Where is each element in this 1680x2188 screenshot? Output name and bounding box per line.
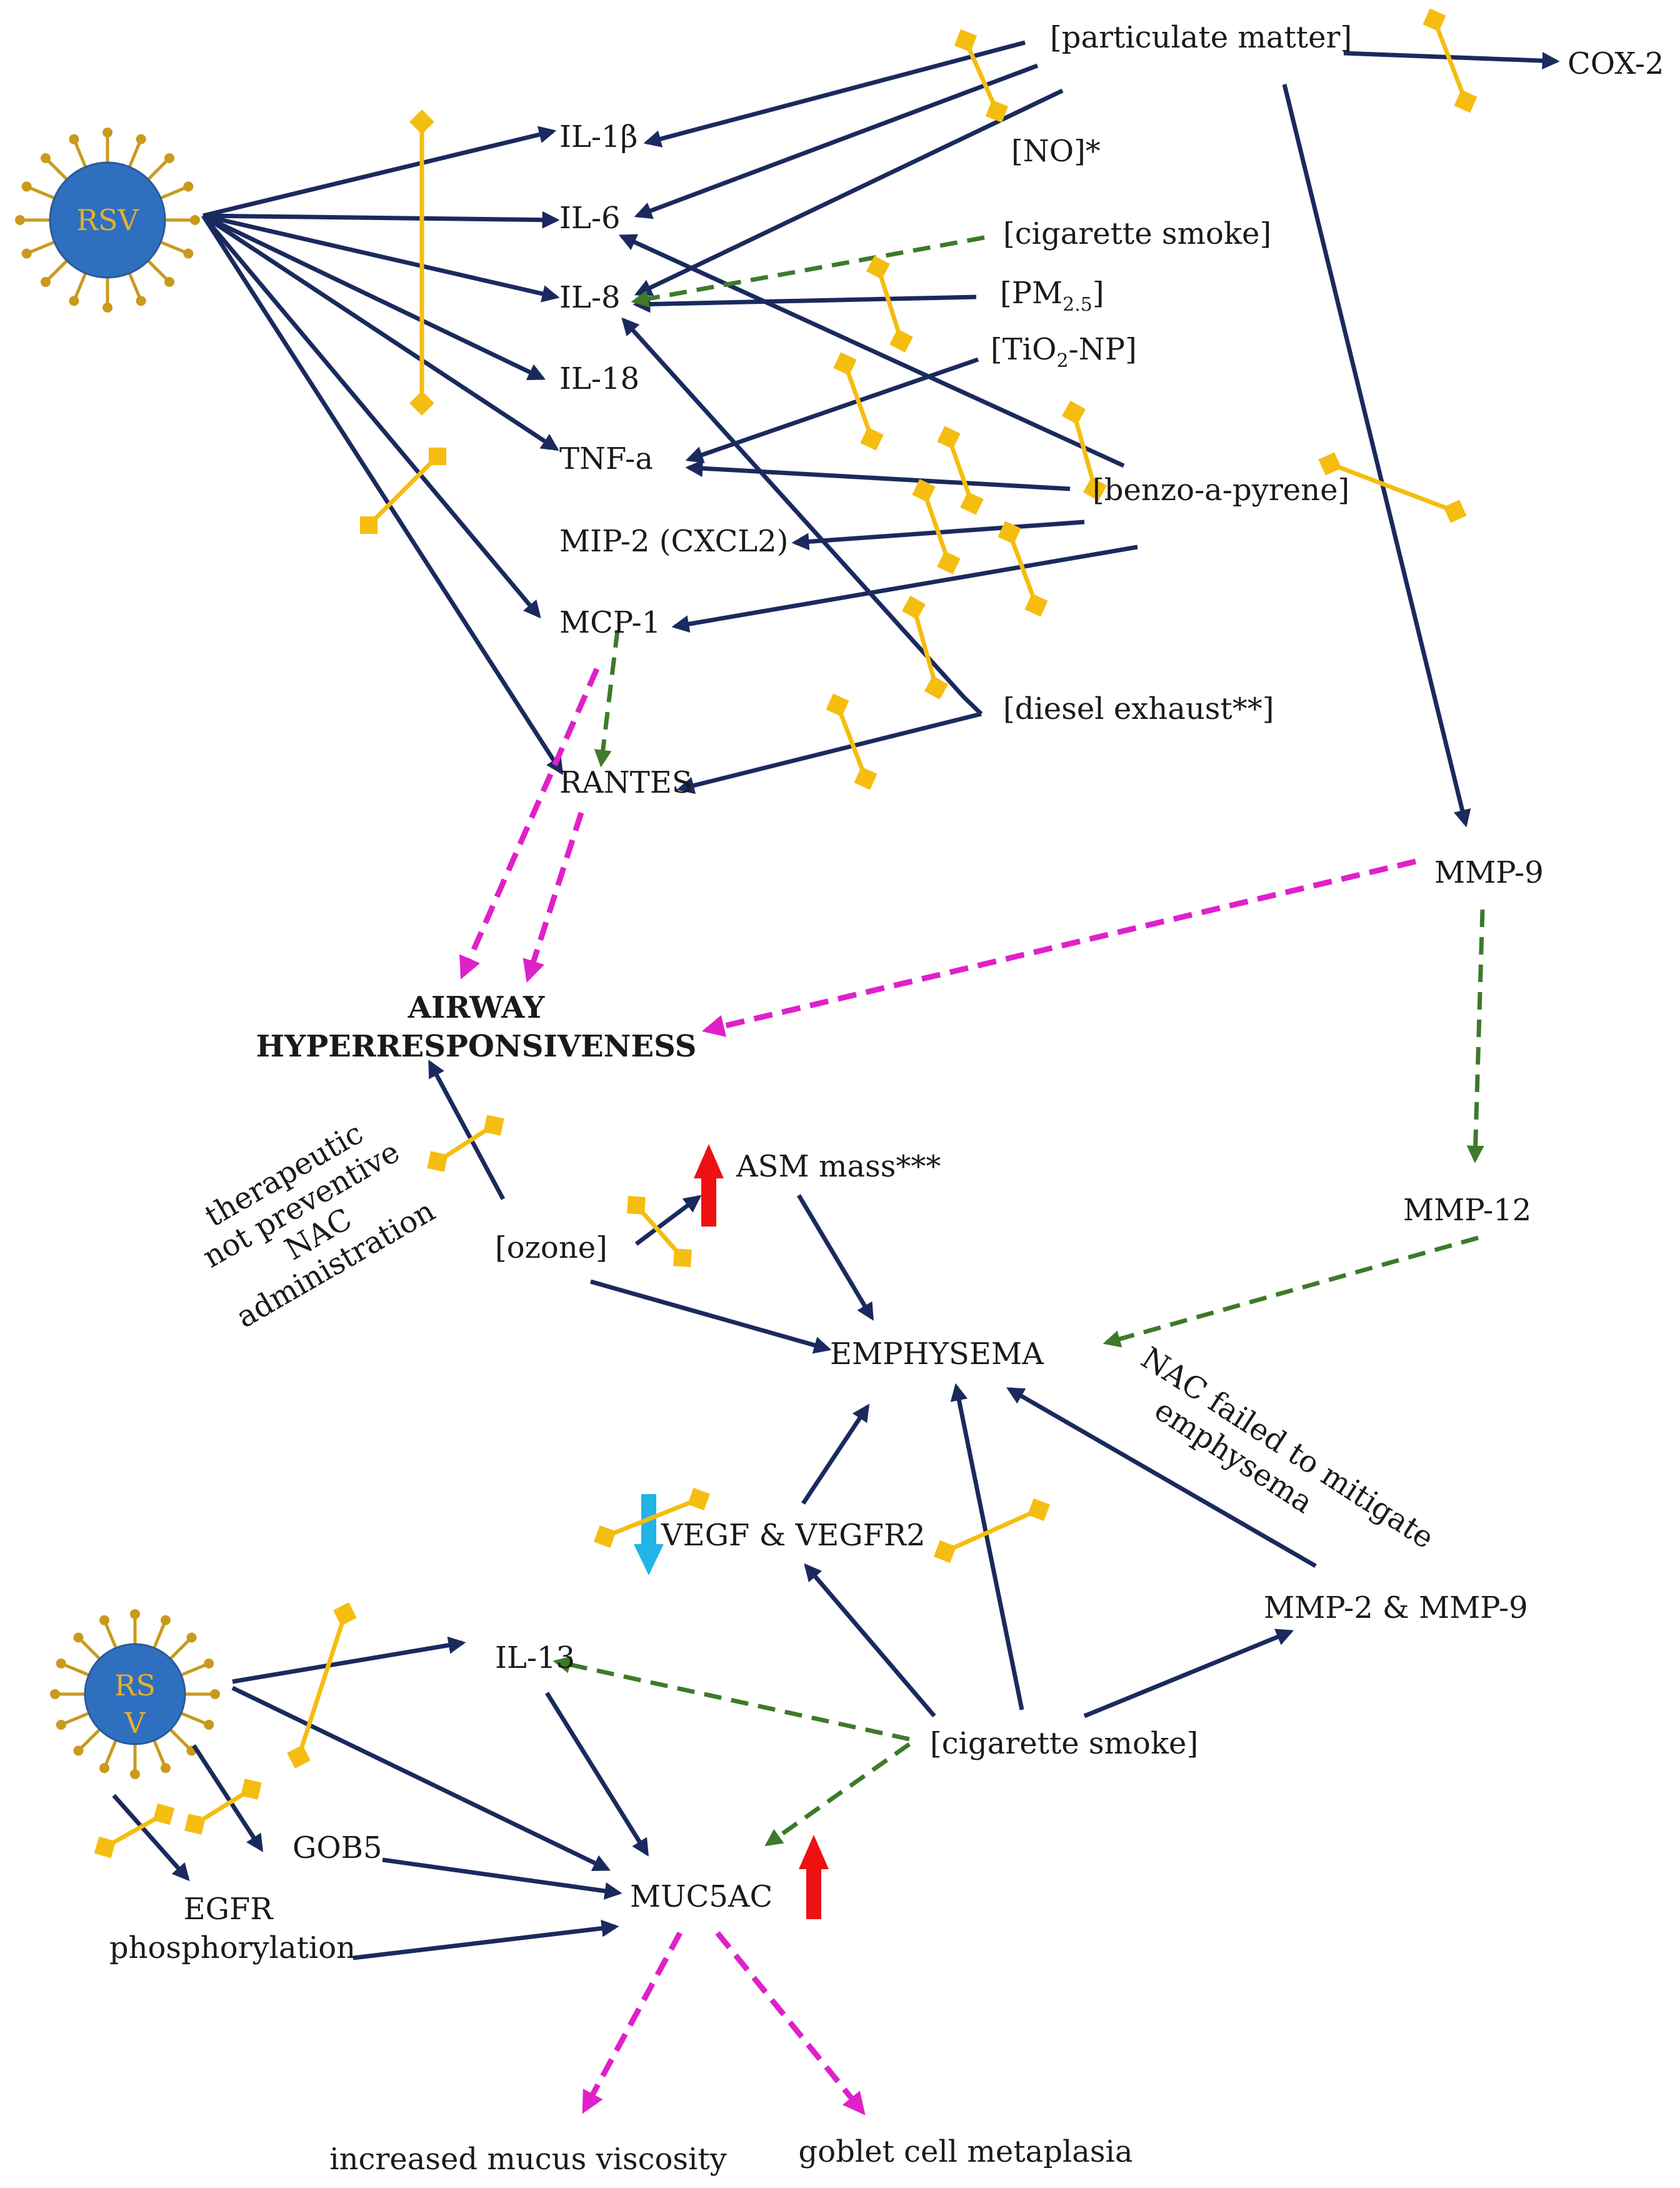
node-benzo-a-pyrene: [benzo-a-pyrene] xyxy=(1092,473,1349,508)
node-mcp1: MCP-1 xyxy=(559,605,661,640)
nac-inhibitor-icon xyxy=(1318,452,1467,523)
node-il13: IL-13 xyxy=(495,1640,575,1675)
increase-arrow-icon xyxy=(799,1835,829,1919)
nac-inhibitor-icons xyxy=(94,8,1478,1859)
node-goblet-cell-metaplasia: goblet cell metaplasia xyxy=(798,2134,1132,2169)
nac-inhibitor-symbols xyxy=(409,109,434,416)
node-egfr-1: EGFR xyxy=(184,1892,274,1927)
decrease-arrow-icon xyxy=(634,1494,664,1575)
node-cigarette-smoke-top: [cigarette smoke] xyxy=(1003,216,1271,251)
virus-label-bottom-1: RS xyxy=(114,1669,156,1702)
node-emphysema: EMPHYSEMA xyxy=(830,1337,1044,1372)
node-il6: IL-6 xyxy=(559,201,621,236)
node-mmp2-mmp9: MMP-2 & MMP-9 xyxy=(1264,1590,1528,1625)
virus-label-bottom-2: V xyxy=(124,1706,146,1740)
nac-inhibitor-icon xyxy=(94,1803,175,1859)
node-airway-hyperresponsiveness-1: AIRWAY xyxy=(408,990,545,1025)
node-egfr-2: phosphorylation xyxy=(109,1930,356,1965)
virus-label-top: RSV xyxy=(76,203,139,237)
nac-inhibitor-icon xyxy=(866,256,913,353)
nac-inhibitor-icon xyxy=(912,479,961,575)
node-airway-hyperresponsiveness-2: HYPERRESPONSIVENESS xyxy=(256,1029,697,1064)
node-asm-mass: ASM mass*** xyxy=(736,1149,941,1184)
node-cox2: COX-2 xyxy=(1568,46,1664,81)
nac-inhibitor-icon xyxy=(360,448,446,534)
increase-arrow-icon xyxy=(694,1144,724,1227)
node-tnfa: TNF-a xyxy=(559,441,653,476)
nac-inhibitor-icon xyxy=(184,1779,262,1835)
node-increased-mucus-viscosity: increased mucus viscosity xyxy=(329,2142,727,2177)
nac-inhibitor-icon xyxy=(937,426,984,515)
nac-inhibitor-icon xyxy=(833,352,884,451)
nac-inhibitor-icon xyxy=(826,693,878,790)
node-ozone: [ozone] xyxy=(495,1230,608,1265)
node-muc5ac: MUC5AC xyxy=(630,1879,772,1914)
nac-inhibitor-icon xyxy=(287,1602,357,1769)
node-rantes: RANTES xyxy=(559,765,692,800)
virus-icon xyxy=(50,1609,220,1779)
node-tio2: [TiO2-NP] xyxy=(991,332,1137,372)
nac-inhibitor-icon xyxy=(427,1115,504,1172)
nac-inhibitor-icon xyxy=(1422,8,1478,113)
node-il18: IL-18 xyxy=(559,361,639,396)
nac-inhibitor-icon xyxy=(954,29,1009,123)
node-mmp12: MMP-12 xyxy=(1403,1193,1531,1228)
node-particulate-matter: [particulate matter] xyxy=(1050,20,1352,55)
node-mmp9: MMP-9 xyxy=(1434,855,1544,890)
nac-inhibitor-icon xyxy=(933,1498,1051,1563)
note-therapeutic-nac: therapeutic not preventive NAC administr… xyxy=(197,1116,441,1335)
node-il1b: IL-1β xyxy=(559,119,638,154)
node-no: [NO]* xyxy=(1011,134,1101,169)
node-diesel-exhaust: [diesel exhaust**] xyxy=(1003,691,1274,726)
node-cigarette-smoke-bottom: [cigarette smoke] xyxy=(930,1726,1198,1761)
node-vegf-vegfr2: VEGF & VEGFR2 xyxy=(661,1518,926,1553)
nac-inhibitor-icon xyxy=(998,521,1048,617)
virus-icon xyxy=(15,128,200,313)
nac-inhibitor-icon xyxy=(594,1488,710,1548)
green-dashed-arrows xyxy=(552,235,1485,1847)
node-gob5: GOB5 xyxy=(292,1830,382,1865)
nac-inhibitor-icon xyxy=(901,595,949,700)
note-nac-failed: NAC failed to mitigate emphysema xyxy=(1135,1340,1441,1555)
nac-inhibitor-icon xyxy=(1061,400,1108,501)
svg-text:NAC failed to mitigate: NAC failed to mitigate xyxy=(1135,1340,1441,1555)
nac-inhibitor-icon xyxy=(627,1196,692,1267)
magenta-dashed-arrows xyxy=(459,668,1417,2115)
navy-arrows xyxy=(112,40,1560,1960)
node-pm25: [PM2.5] xyxy=(1000,276,1104,316)
node-mip2: MIP-2 (CXCL2) xyxy=(559,524,788,559)
node-il8: IL-8 xyxy=(559,280,621,315)
